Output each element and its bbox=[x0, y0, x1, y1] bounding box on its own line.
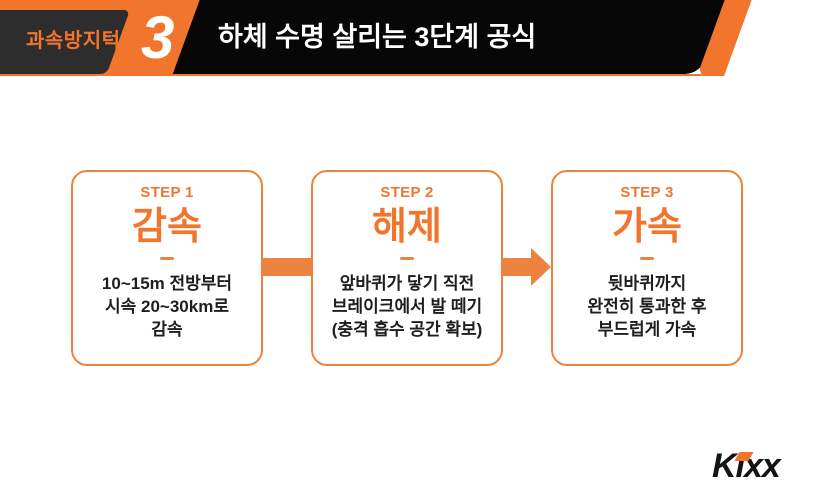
step-card-3: STEP 3 가속 뒷바퀴까지 완전히 통과한 후 부드럽게 가속 bbox=[551, 170, 743, 366]
step-card-1: STEP 1 감속 10~15m 전방부터 시속 20~30km로 감속 bbox=[71, 170, 263, 366]
step-title: 가속 bbox=[612, 206, 682, 248]
header-badge-number: 3 bbox=[141, 4, 175, 71]
step-label: STEP 3 bbox=[620, 184, 674, 201]
step-description-line: 브레이크에서 발 떼기 bbox=[331, 297, 483, 316]
step-description-line: 감속 bbox=[151, 320, 183, 339]
step-description-line: 부드럽게 가속 bbox=[597, 320, 697, 339]
step-description-line: 시속 20~30km로 bbox=[105, 297, 229, 316]
header: 과속방지턱 3 하체 수명 살리는 3단계 공식 bbox=[0, 0, 816, 80]
page-title: 하체 수명 살리는 3단계 공식 bbox=[218, 22, 537, 52]
step-title: 감속 bbox=[132, 206, 202, 248]
step-description: 뒷바퀴까지 완전히 통과한 후 부드럽게 가속 bbox=[553, 272, 741, 341]
step-description-line: 앞바퀴가 닿기 직전 bbox=[339, 274, 475, 293]
arrow-right-icon bbox=[503, 258, 531, 276]
title-divider bbox=[400, 257, 414, 260]
step-description-line: 10~15m 전방부터 bbox=[101, 274, 233, 293]
step-description-line: (충격 흡수 공간 확보) bbox=[331, 320, 483, 339]
step-title: 해제 bbox=[372, 206, 442, 248]
step-description-line: 완전히 통과한 후 bbox=[587, 297, 707, 316]
arrow-right-head-icon bbox=[531, 248, 551, 286]
step-label: STEP 2 bbox=[380, 184, 434, 201]
kixx-logo: Kixx bbox=[712, 449, 781, 483]
step-card-2: STEP 2 해제 앞바퀴가 닿기 직전 브레이크에서 발 떼기 (충격 흡수 … bbox=[311, 170, 503, 366]
header-badge-label: 과속방지턱 bbox=[26, 30, 121, 52]
title-divider bbox=[160, 257, 174, 260]
step-label: STEP 1 bbox=[140, 184, 194, 201]
title-divider bbox=[640, 257, 654, 260]
step-description: 10~15m 전방부터 시속 20~30km로 감속 bbox=[73, 272, 261, 341]
step-description-line: 뒷바퀴까지 bbox=[607, 274, 687, 293]
connector-bar-icon bbox=[263, 258, 311, 276]
header-underline bbox=[0, 74, 714, 76]
step-description: 앞바퀴가 닿기 직전 브레이크에서 발 떼기 (충격 흡수 공간 확보) bbox=[313, 272, 501, 341]
